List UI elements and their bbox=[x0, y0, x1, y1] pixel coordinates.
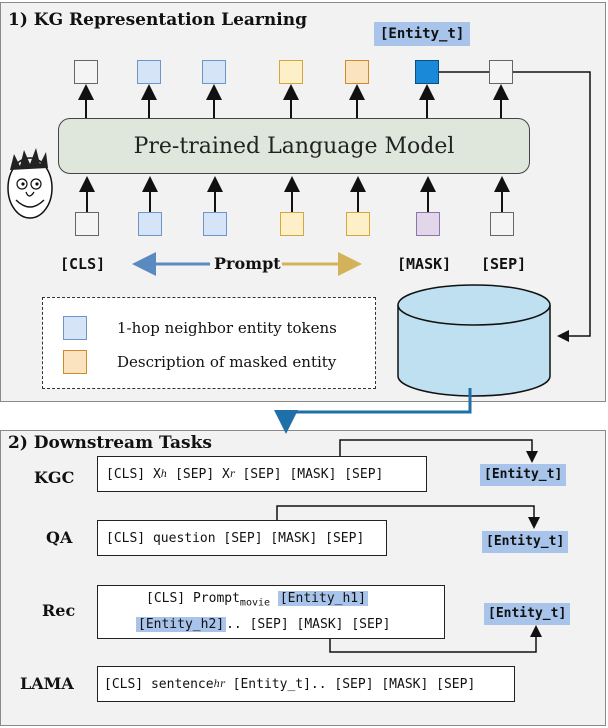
input-token-mask bbox=[416, 212, 440, 236]
kgc-part3: [SEP] [MASK] [SEP] bbox=[234, 466, 384, 482]
kg-label-line1: Knowlege Graph bbox=[408, 339, 538, 355]
task-label-rec: Rec bbox=[42, 601, 76, 620]
output-token-neighbor-1 bbox=[137, 60, 161, 84]
kgc-part1: [CLS] X bbox=[106, 466, 161, 482]
rec-line2-rest: .. [SEP] [MASK] [SEP] bbox=[226, 617, 391, 633]
input-token-neighbor-2 bbox=[203, 212, 227, 236]
label-mask: [MASK] bbox=[397, 255, 452, 273]
section2-title: 2) Downstream Tasks bbox=[8, 433, 212, 453]
kgc-sup-h: h bbox=[160, 468, 168, 480]
kg-label: Knowlege Graph Representation bbox=[398, 336, 548, 380]
legend-row-neighbor: 1-hop neighbor entity tokens bbox=[63, 316, 337, 340]
output-token-desc-1 bbox=[279, 60, 303, 84]
qa-text: [CLS] question [SEP] [MASK] [SEP] bbox=[106, 530, 365, 546]
kgc-sup-r: r bbox=[229, 468, 235, 480]
rec-result: [Entity_t] bbox=[484, 603, 571, 625]
label-sep: [SEP] bbox=[481, 255, 527, 273]
label-prompt: Prompt bbox=[214, 254, 281, 273]
label-cls: [CLS] bbox=[60, 255, 106, 273]
qa-result: [Entity_t] bbox=[482, 531, 569, 553]
legend-text-description: Description of masked entity bbox=[117, 353, 337, 371]
lama-rest: [Entity_t].. [SEP] [MASK] [SEP] bbox=[224, 676, 476, 692]
output-token-desc-2 bbox=[345, 60, 369, 84]
rec-line1: [CLS] Promptmovie [Entity_h1] bbox=[146, 588, 368, 615]
kg-label-line2: Representation bbox=[412, 361, 534, 377]
pretrained-language-model: Pre-trained Language Model bbox=[58, 118, 530, 174]
legend-swatch-blue bbox=[63, 316, 87, 340]
kgc-part2: [SEP] X bbox=[167, 466, 230, 482]
legend-text-neighbor: 1-hop neighbor entity tokens bbox=[117, 319, 337, 337]
output-token-neighbor-2 bbox=[202, 60, 226, 84]
task-label-lama: LAMA bbox=[20, 674, 74, 693]
output-token-cls bbox=[74, 60, 98, 84]
rec-line2: [Entity_h2].. [SEP] [MASK] [SEP] bbox=[136, 614, 390, 636]
task-label-kgc: KGC bbox=[34, 468, 75, 487]
output-token-sep bbox=[489, 60, 513, 84]
legend: 1-hop neighbor entity tokens Description… bbox=[42, 297, 376, 389]
rec-entity-h1: [Entity_h1] bbox=[277, 590, 368, 606]
input-token-desc-1 bbox=[280, 212, 304, 236]
lama-prefix: [CLS] sentence bbox=[104, 676, 214, 692]
lama-sub: hr bbox=[213, 678, 225, 690]
section1-title: 1) KG Representation Learning bbox=[8, 10, 307, 30]
legend-swatch-orange bbox=[63, 350, 87, 374]
rec-line1-sub: movie bbox=[239, 597, 271, 609]
task-label-qa: QA bbox=[46, 528, 73, 547]
entity-t-badge: [Entity_t] bbox=[374, 22, 471, 46]
input-token-sep bbox=[490, 212, 514, 236]
qa-input-box: [CLS] question [SEP] [MASK] [SEP] bbox=[97, 520, 387, 556]
rec-line1-prefix: [CLS] Prompt bbox=[146, 590, 240, 606]
input-token-cls bbox=[75, 212, 99, 236]
input-token-neighbor-1 bbox=[138, 212, 162, 236]
input-token-desc-2 bbox=[346, 212, 370, 236]
rec-input-box: [CLS] Promptmovie [Entity_h1] [Entity_h2… bbox=[97, 585, 445, 639]
rec-entity-h2: [Entity_h2] bbox=[136, 617, 227, 633]
lm-label: Pre-trained Language Model bbox=[133, 133, 455, 159]
output-token-mask bbox=[415, 60, 439, 84]
legend-row-description: Description of masked entity bbox=[63, 350, 336, 374]
kgc-result: [Entity_t] bbox=[480, 464, 567, 486]
